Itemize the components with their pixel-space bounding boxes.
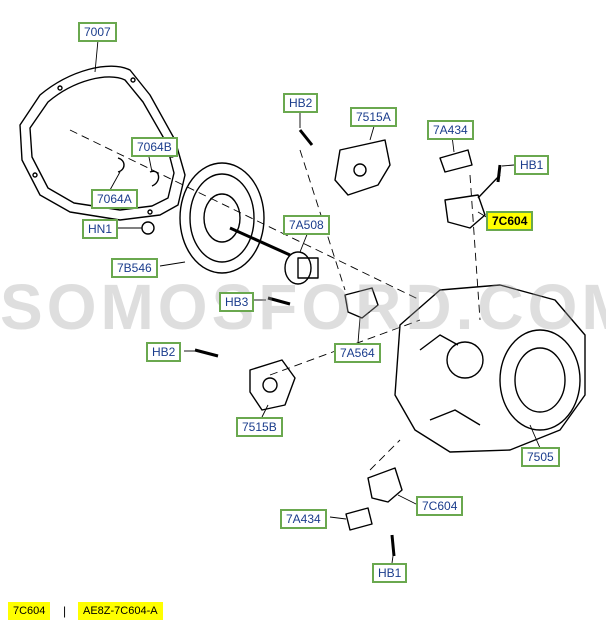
callout-7a508[interactable]: 7A508 bbox=[283, 215, 330, 235]
part-7a564 bbox=[344, 287, 379, 319]
footer-part-number[interactable]: AE8Z-7C604-A bbox=[78, 602, 163, 620]
bolt-hb1-bottom bbox=[390, 534, 396, 557]
bearing-7a508 bbox=[284, 251, 312, 285]
nut-hn1 bbox=[141, 221, 155, 235]
bolt-hb2-left bbox=[194, 348, 219, 358]
bolt-hb2-top bbox=[298, 129, 314, 146]
callout-hb1-top[interactable]: HB1 bbox=[514, 155, 550, 175]
lever-7515b bbox=[249, 359, 296, 411]
callout-7a434-bottom[interactable]: 7A434 bbox=[280, 509, 327, 529]
sensor-7c604-top bbox=[444, 194, 486, 229]
cover-7a434-bottom bbox=[345, 507, 373, 531]
callout-7064b[interactable]: 7064B bbox=[131, 137, 178, 157]
fork-7515a bbox=[334, 139, 391, 196]
footer-part-code[interactable]: 7C604 bbox=[8, 602, 51, 620]
case-7505 bbox=[394, 284, 586, 453]
callout-7505[interactable]: 7505 bbox=[521, 447, 560, 467]
callout-hb1-bottom[interactable]: HB1 bbox=[372, 563, 408, 583]
clip-7064b bbox=[149, 170, 160, 187]
callout-hb3[interactable]: HB3 bbox=[219, 292, 255, 312]
callout-7a434-top[interactable]: 7A434 bbox=[427, 120, 474, 140]
clip-7064a bbox=[117, 157, 125, 173]
callout-7c604-bottom[interactable]: 7C604 bbox=[416, 496, 464, 516]
bolt-hb3 bbox=[267, 296, 291, 306]
callout-7b546[interactable]: 7B546 bbox=[111, 258, 158, 278]
callout-7515a[interactable]: 7515A bbox=[350, 107, 397, 127]
clutch-7b546 bbox=[179, 162, 265, 274]
cover-7a434-top bbox=[439, 149, 473, 173]
callout-7a564[interactable]: 7A564 bbox=[334, 343, 381, 363]
sensor-7c604-bottom bbox=[367, 467, 403, 503]
bolt-hb1-top bbox=[496, 164, 502, 183]
callout-7515b[interactable]: 7515B bbox=[236, 417, 283, 437]
callout-hn1[interactable]: HN1 bbox=[82, 219, 119, 239]
footer-separator: | bbox=[63, 604, 67, 618]
callout-7c604-top[interactable]: 7C604 bbox=[486, 211, 534, 231]
callout-7064a[interactable]: 7064A bbox=[91, 189, 138, 209]
gasket-7007 bbox=[19, 65, 186, 221]
callout-hb2-top[interactable]: HB2 bbox=[283, 93, 319, 113]
callout-hb2-left[interactable]: HB2 bbox=[146, 342, 182, 362]
callout-7007[interactable]: 7007 bbox=[78, 22, 117, 42]
